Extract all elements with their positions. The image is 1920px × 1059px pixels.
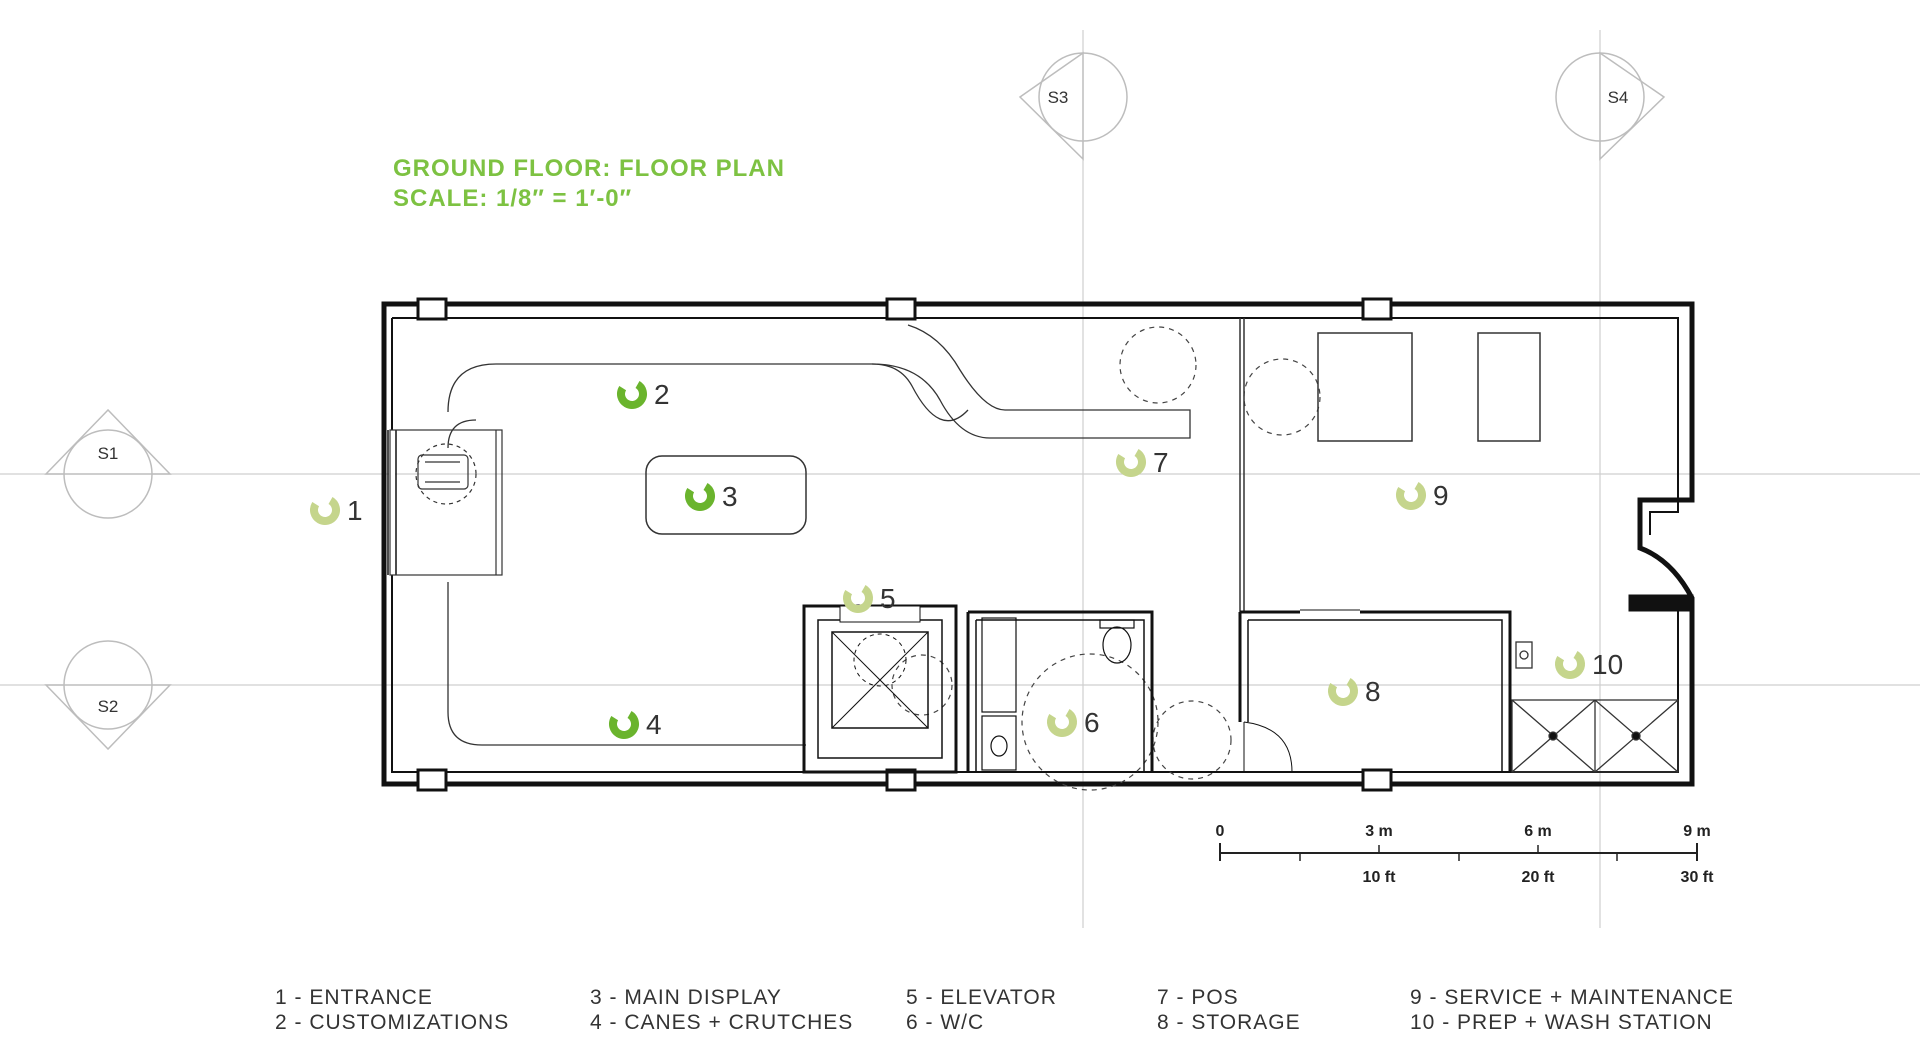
- room-tag-label-5: 5: [880, 583, 896, 614]
- display-counter: [447, 324, 1191, 746]
- legend-item-5: 5 - ELEVATOR: [906, 986, 1057, 1009]
- scale-label-10ft: 10 ft: [1363, 869, 1397, 886]
- scale-label-20ft: 20 ft: [1522, 869, 1556, 886]
- scale-label-3m: 3 m: [1365, 823, 1393, 840]
- legend-item-3: 3 - MAIN DISPLAY: [590, 986, 782, 1009]
- wash-station: [1511, 641, 1679, 773]
- legend-item-10: 10 - PREP + WASH STATION: [1410, 1011, 1713, 1034]
- room-tag-6: 6: [1047, 707, 1100, 738]
- legend-item-4: 4 - CANES + CRUTCHES: [590, 1011, 854, 1034]
- room-tag-label-10: 10: [1592, 649, 1623, 680]
- room-tag-label-6: 6: [1084, 707, 1100, 738]
- section-marker-s4[interactable]: S4: [1555, 51, 1666, 161]
- room-tag-9: 9: [1396, 480, 1449, 511]
- legend-item-9: 9 - SERVICE + MAINTENANCE: [1410, 986, 1734, 1009]
- room-tag-label-1: 1: [347, 495, 363, 526]
- room-tag-7: 7: [1116, 447, 1169, 478]
- section-label-s2: S2: [98, 697, 119, 716]
- section-label-s1: S1: [98, 444, 119, 463]
- legend-item-8: 8 - STORAGE: [1157, 1011, 1301, 1034]
- storage-room: [1238, 609, 1512, 773]
- exterior-walls: [381, 301, 1695, 787]
- plan-title: GROUND FLOOR: FLOOR PLAN: [393, 155, 785, 182]
- scale-label-6m: 6 m: [1524, 823, 1552, 840]
- plan-scale: SCALE: 1/8″ = 1′-0″: [393, 185, 633, 212]
- legend-item-2: 2 - CUSTOMIZATIONS: [275, 1011, 510, 1034]
- room-tag-5: 5: [843, 583, 896, 614]
- scale-label-30ft: 30 ft: [1681, 869, 1715, 886]
- section-label-s4: S4: [1608, 88, 1629, 107]
- section-marker-s1[interactable]: S1: [44, 408, 172, 519]
- room-tag-label-2: 2: [654, 379, 670, 410]
- room-tag-label-4: 4: [646, 709, 662, 740]
- room-tag-label-7: 7: [1153, 447, 1169, 478]
- room-tag-label-3: 3: [722, 481, 738, 512]
- scale-label-0: 0: [1216, 823, 1225, 840]
- elevator-shaft: [802, 604, 958, 774]
- room-tag-2: 2: [617, 379, 670, 410]
- service-room: [1239, 318, 1541, 612]
- room-tag-8: 8: [1328, 676, 1381, 707]
- wc-room: [966, 610, 1154, 772]
- room-tag-3: 3: [685, 481, 738, 512]
- scale-label-9m: 9 m: [1683, 823, 1711, 840]
- legend-item-6: 6 - W/C: [906, 1011, 985, 1034]
- legend-item-1: 1 - ENTRANCE: [275, 986, 433, 1009]
- section-label-s3: S3: [1048, 88, 1069, 107]
- section-marker-s2[interactable]: S2: [44, 640, 172, 751]
- structural-columns: [416, 297, 1694, 792]
- room-tag-4: 4: [609, 709, 662, 740]
- scale-bar: [1219, 843, 1698, 861]
- room-tag-1: 1: [310, 495, 363, 526]
- room-tag-label-8: 8: [1365, 676, 1381, 707]
- section-marker-s3[interactable]: S3: [1018, 51, 1128, 161]
- entrance-platform: [389, 429, 503, 576]
- room-tags: 1 2 3 4 5 6 7 8 9 10: [310, 379, 1623, 740]
- main-display-table: [645, 455, 807, 535]
- grid-lines: [0, 30, 1920, 928]
- room-tag-label-9: 9: [1433, 480, 1449, 511]
- legend-item-7: 7 - POS: [1157, 986, 1239, 1009]
- room-tag-10: 10: [1555, 649, 1623, 680]
